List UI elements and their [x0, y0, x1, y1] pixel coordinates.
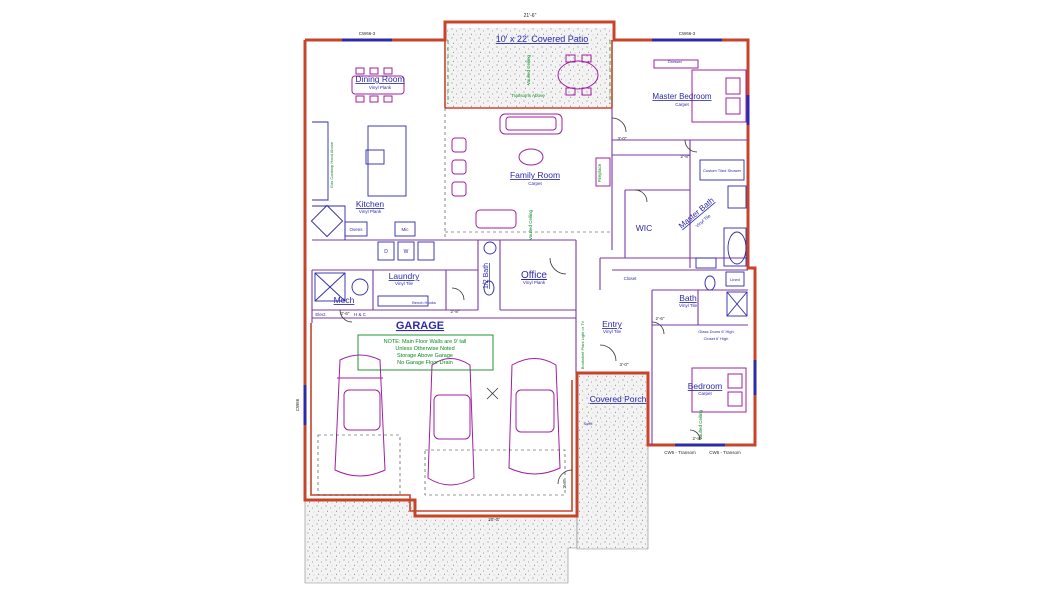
room-master-bed: Master Bedroom [652, 92, 711, 101]
dim-mech-door: 2'-6" [341, 311, 350, 316]
ceiling-lines [444, 40, 612, 240]
label-washer: W [404, 249, 409, 255]
dim-top-left: CW66-3 [359, 31, 376, 36]
dim-top-right: CW66-3 [679, 31, 696, 36]
label-fireplace: Fireplace [597, 163, 602, 182]
dim-bottom-right-b: CW5 - Transom [709, 450, 741, 455]
label-dresser: Dresser [668, 59, 683, 64]
dim-bedroom-door: 2'-8" [693, 436, 702, 441]
label-transoms: Transoms Above [511, 93, 545, 98]
label-closet-high: Closet 6' High [704, 336, 729, 341]
label-vaulted-patio: Vaulted Ceiling [526, 55, 531, 85]
kitchen-cabinets [310, 121, 416, 240]
car-left [334, 354, 386, 477]
room-laundry-floor: Vinyl Tile [395, 281, 413, 286]
laundry-fixtures [314, 241, 435, 307]
note-line-4: No Garage Floor Drain [397, 360, 453, 366]
room-bath-floor: Vinyl Tile [679, 303, 697, 308]
room-porch: Covered Porch [590, 394, 647, 404]
label-gas-cooktop: Gas Cooktop Hood Above [329, 141, 334, 188]
room-kitchen: Kitchen [356, 199, 385, 209]
room-office: Office [521, 270, 547, 281]
dim-wic-door: 2'-8" [681, 154, 690, 159]
label-soffit: Soffit [583, 421, 593, 426]
room-master-bed-floor: Carpet [675, 102, 689, 107]
dim-left-side: CW66 [295, 398, 300, 411]
label-dryer: D [384, 249, 388, 255]
dim-top-patio: 21'-6" [524, 13, 537, 19]
label-hw: H & C [354, 312, 367, 317]
patio-slab [446, 28, 612, 107]
room-entry-floor: Vinyl Tile [603, 329, 621, 334]
dining-table [351, 67, 405, 103]
car-right [508, 358, 561, 475]
dim-bottom-right-a: CW5 - Transom [664, 450, 696, 455]
dim-bath-door: 2'-6" [656, 316, 665, 321]
room-patio: 10' x 22' Covered Patio [496, 34, 589, 44]
bath-fixtures [483, 241, 748, 317]
porch-slab [579, 373, 649, 429]
dim-bottom-garage: 20'-0" [488, 517, 500, 522]
family-furniture [451, 113, 611, 229]
room-dining-floor: Vinyl Plank [369, 85, 392, 90]
label-vaulted-family: Vaulted Ceiling [528, 210, 533, 240]
front-walk [576, 427, 649, 550]
note-line-3: Storage Above Garage [397, 353, 453, 359]
room-family-floor: Carpet [528, 181, 542, 186]
label-custom-shower: Custom Tiled Shower [703, 168, 742, 173]
doors [339, 117, 701, 485]
room-family: Family Room [510, 170, 560, 180]
label-closet-master: Closet [624, 276, 638, 281]
note-line-2: Unless Otherwise Noted [395, 346, 454, 352]
label-glass-doors: Glass Doors 6' High [698, 329, 733, 334]
dim-laundry-door: 2'-8" [451, 309, 460, 314]
room-bath: Bath [679, 293, 697, 303]
label-vaulted-bedroom: Vaulted Ceiling [698, 410, 703, 440]
patio-table [557, 54, 599, 96]
label-mic: Mic [402, 227, 410, 232]
label-bench: Bench Hooks [412, 300, 436, 305]
driveway [304, 499, 578, 584]
room-kitchen-floor: Vinyl Plank [359, 209, 382, 214]
room-garage: GARAGE [396, 320, 444, 332]
note-line-1: NOTE: Main Floor Walls are 9' tall [384, 339, 467, 345]
car-middle [427, 358, 475, 486]
room-wic: WIC [636, 223, 653, 233]
room-bedroom-floor: Carpet [698, 391, 712, 396]
master-bed [653, 59, 747, 123]
room-bedroom: Bedroom [688, 381, 723, 391]
label-vjl: Lined [730, 277, 740, 282]
label-bookshelf: Bookshelf Plant Light or TV [580, 320, 585, 369]
room-dining: Dining Room [355, 74, 404, 84]
note-box [357, 334, 494, 371]
garage-floor-marks [317, 387, 566, 496]
interior-walls [311, 40, 748, 445]
master-bath-fixtures [695, 159, 747, 269]
dim-garage-door: 2'-8" [562, 479, 567, 488]
label-ovens: Ovens [349, 227, 363, 232]
bedroom-bed [691, 367, 747, 413]
room-mech: Mech [334, 295, 355, 305]
label-elect: Elect. [315, 312, 326, 317]
dim-family-door: 3'-0" [618, 136, 627, 141]
room-office-floor: Vinyl Plank [523, 280, 546, 285]
room-entry: Entry [602, 319, 623, 329]
room-half-bath: 1/2 Bath [483, 263, 490, 289]
dim-entry-door: 3'-0" [620, 362, 629, 367]
room-laundry: Laundry [389, 271, 420, 281]
garage-wall-line [310, 323, 573, 512]
